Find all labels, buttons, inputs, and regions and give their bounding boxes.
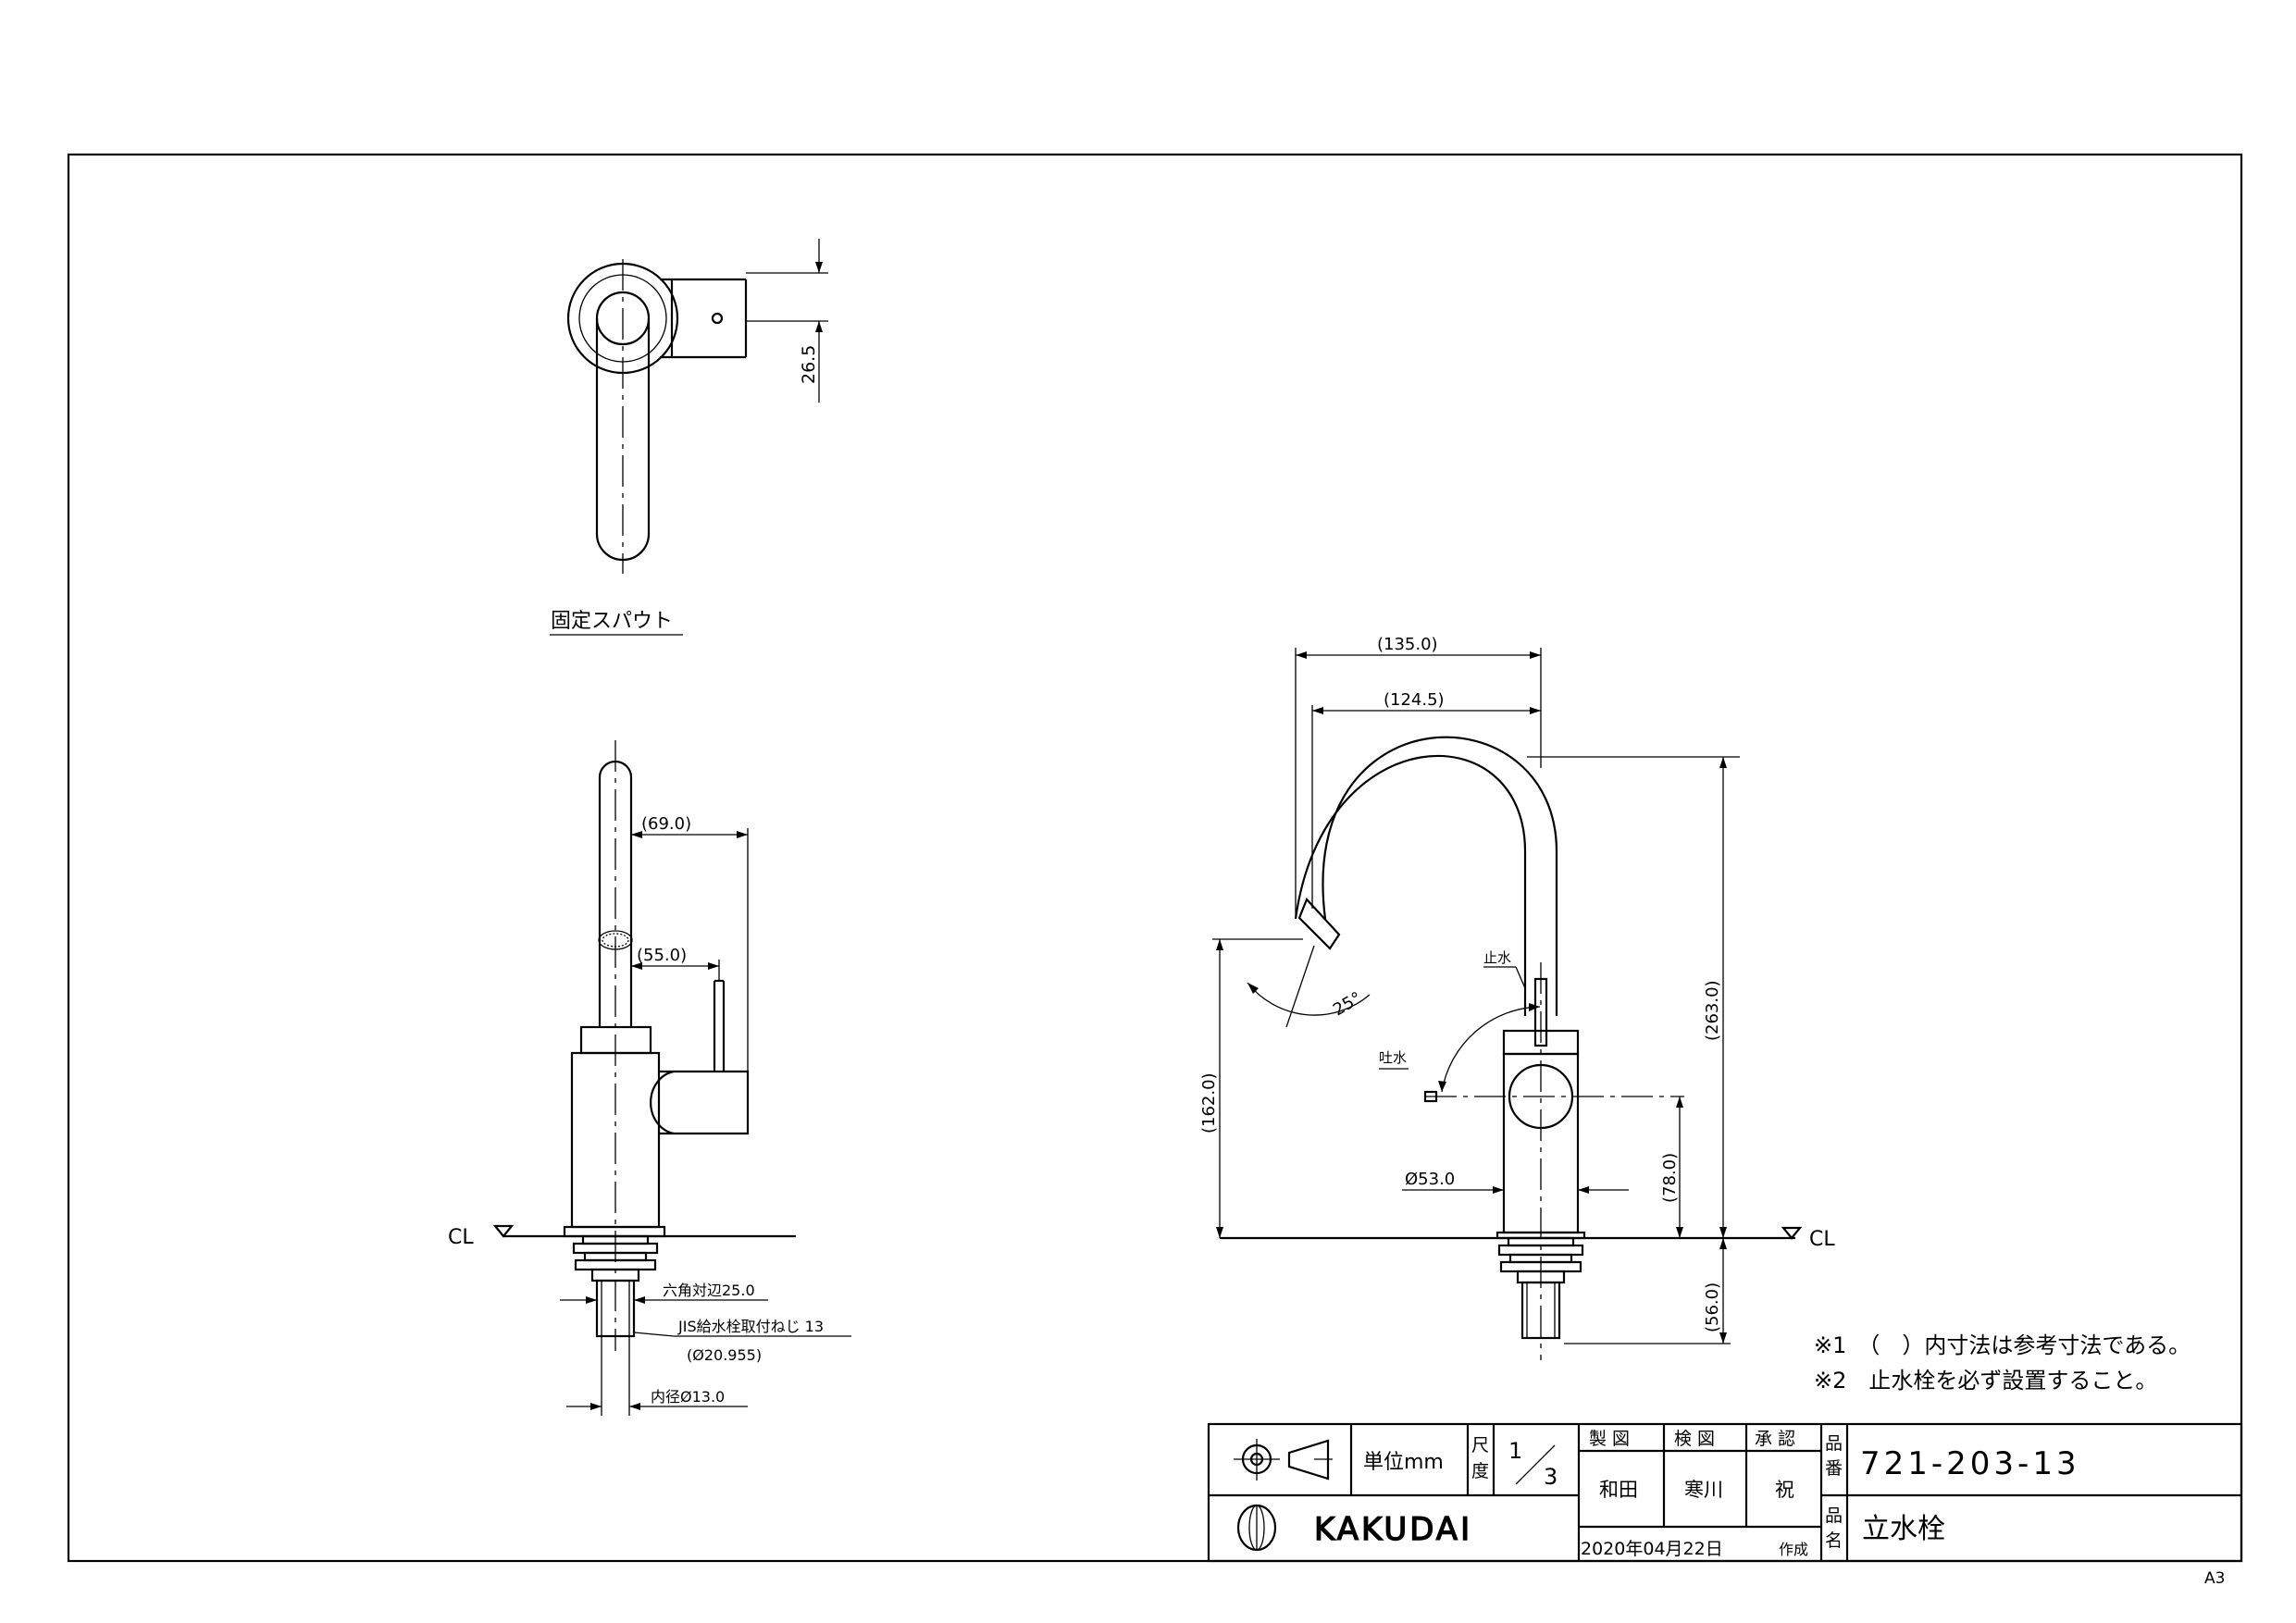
header-made: 製 図 bbox=[1589, 1429, 1630, 1449]
dim-135: (135.0) bbox=[1377, 635, 1438, 654]
dim-25-deg: 25° bbox=[1330, 988, 1365, 1020]
scale-numerator: 1 bbox=[1508, 1438, 1522, 1464]
part-no-label-2: 番 bbox=[1825, 1458, 1843, 1479]
label-stop: 止水 bbox=[1483, 949, 1511, 966]
cl-label-left: CL bbox=[448, 1226, 474, 1249]
dim-56: (56.0) bbox=[1703, 1282, 1722, 1332]
part-no-label-1: 品 bbox=[1825, 1433, 1843, 1454]
dim-69: (69.0) bbox=[641, 814, 691, 834]
part-name: 立水栓 bbox=[1862, 1513, 1945, 1545]
label-jis: JIS給水栓取付ねじ 13 bbox=[677, 1318, 824, 1335]
created-date: 2020年04月22日 bbox=[1581, 1539, 1723, 1559]
brand-wordmark: KAKUDAI bbox=[1314, 1511, 1472, 1548]
dim-263: (263.0) bbox=[1703, 980, 1722, 1041]
checked-by: 寒川 bbox=[1684, 1479, 1723, 1501]
unit-label: 単位mm bbox=[1363, 1451, 1444, 1474]
dim-124-5: (124.5) bbox=[1384, 690, 1445, 710]
top-view: 26.5 固定スパウト bbox=[550, 239, 828, 636]
side-view: CL (69.0) (55.0) 六角対辺25.0 JIS給水栓取付ねじ 13 … bbox=[448, 740, 851, 1416]
cl-label-right: CL bbox=[1809, 1228, 1835, 1251]
created-suffix: 作成 bbox=[1779, 1541, 1808, 1558]
header-check: 検 図 bbox=[1674, 1429, 1715, 1449]
dim-78: (78.0) bbox=[1660, 1153, 1680, 1203]
label-jis-sub: (Ø20.955) bbox=[687, 1346, 762, 1364]
top-view-caption: 固定スパウト bbox=[551, 610, 673, 633]
scale-label-2: 度 bbox=[1471, 1461, 1489, 1481]
label-inner-diameter: 内径Ø13.0 bbox=[651, 1388, 725, 1406]
title-block: 単位mm 尺 度 1 3 製 図 検 図 承 認 和田 寒川 祝 品 番 721… bbox=[1207, 1422, 2243, 1563]
label-hex: 六角対辺25.0 bbox=[663, 1282, 755, 1299]
name-label-2: 名 bbox=[1825, 1530, 1843, 1551]
scale-label-1: 尺 bbox=[1471, 1435, 1489, 1456]
sheet-size: A3 bbox=[2204, 1569, 2225, 1588]
label-spout: 吐水 bbox=[1379, 1049, 1407, 1066]
dim-55: (55.0) bbox=[637, 946, 687, 965]
front-view: 25° CL 止水 吐水 bbox=[1199, 635, 1835, 1360]
note-2: ※2 止水栓を必ず設置すること。 bbox=[1814, 1368, 2157, 1394]
scale-denominator: 3 bbox=[1544, 1464, 1558, 1490]
made-by: 和田 bbox=[1599, 1479, 1638, 1501]
dim-162: (162.0) bbox=[1199, 1072, 1219, 1134]
dim-26-5: 26.5 bbox=[799, 345, 819, 384]
header-approve: 承 認 bbox=[1755, 1429, 1795, 1449]
approved-by: 祝 bbox=[1775, 1479, 1794, 1501]
name-label-1: 品 bbox=[1825, 1505, 1843, 1526]
drawing-frame bbox=[67, 153, 2243, 1563]
dim-phi53: Ø53.0 bbox=[1405, 1170, 1455, 1189]
part-number: 721-203-13 bbox=[1860, 1445, 2080, 1482]
kakudai-logo: KAKUDAI bbox=[1236, 1504, 1472, 1552]
note-1: ※1 （ ）内寸法は参考寸法である。 bbox=[1814, 1332, 2191, 1358]
